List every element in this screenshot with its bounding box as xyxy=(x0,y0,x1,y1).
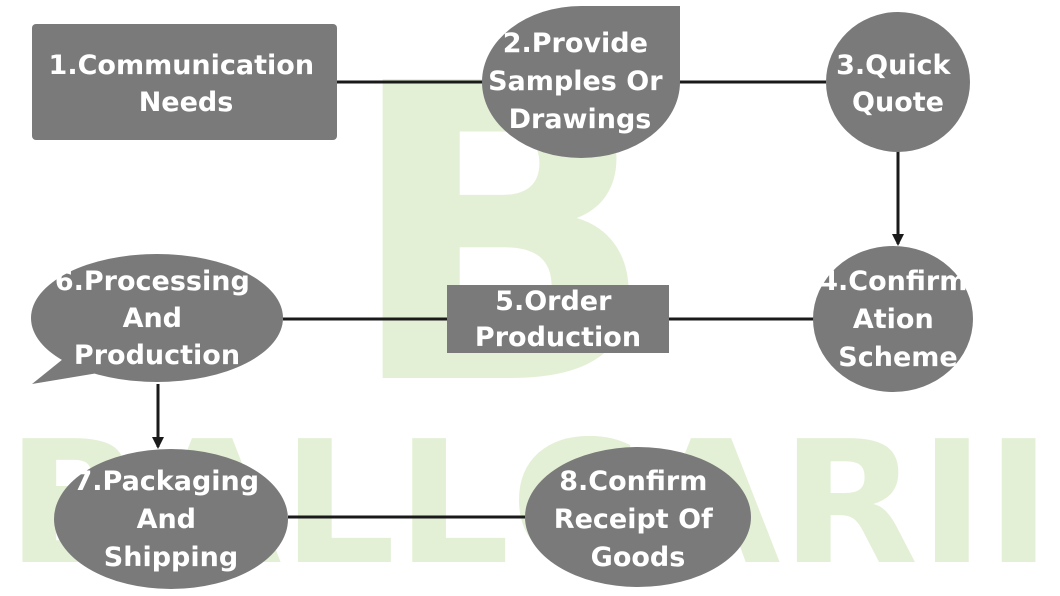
step-1-communication-needs: 1.Communication Needs xyxy=(32,24,337,140)
step-5-shape xyxy=(447,285,669,353)
step-6-bubble-tail xyxy=(32,355,104,384)
step-8-shape xyxy=(525,447,751,587)
step-6-processing-production: 6.Processing And Production xyxy=(31,254,283,384)
connectors xyxy=(152,80,904,519)
step-6-label: 6.Processing And Production xyxy=(55,266,259,371)
step-4-shape xyxy=(813,246,973,392)
step-5-label: 5.Order Production xyxy=(475,286,641,353)
step-3-quick-quote: 3.Quick Quote xyxy=(826,12,970,152)
step-7-label: 7.Packaging And Shipping xyxy=(73,466,268,573)
step-2-provide-samples: 2.Provide Samples Or Drawings xyxy=(482,6,680,158)
step-7-packaging-shipping: 7.Packaging And Shipping xyxy=(54,449,288,589)
step-6-shape xyxy=(31,254,283,382)
step-8-label: 8.Confirm Receipt Of Goods xyxy=(554,466,722,573)
step-3-shape xyxy=(826,12,970,152)
step-1-shape xyxy=(32,24,337,140)
step-2-label: 2.Provide Samples Or Drawings xyxy=(488,28,672,135)
step-5-order-production: 5.Order Production xyxy=(447,285,669,353)
step-7-shape xyxy=(54,449,288,589)
step-4-label: 4.Confirm Ation Scheme xyxy=(819,266,977,373)
step-3-label: 3.Quick Quote xyxy=(836,50,960,118)
step-8-confirm-receipt: 8.Confirm Receipt Of Goods xyxy=(525,447,751,587)
step-2-shape xyxy=(482,6,680,158)
step-1-label: 1.Communication Needs xyxy=(49,50,324,118)
step-4-confirmation-scheme: 4.Confirm Ation Scheme xyxy=(813,246,977,392)
